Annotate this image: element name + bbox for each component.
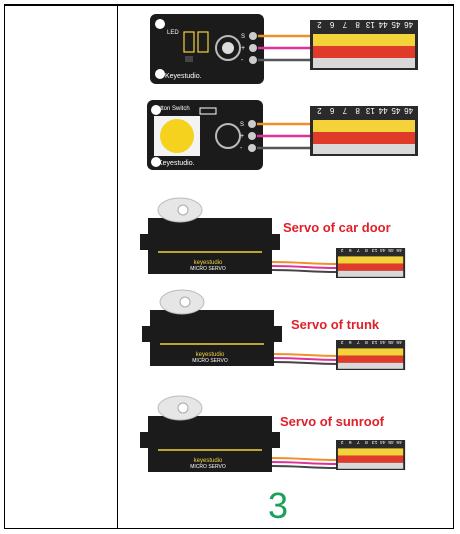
header-pin-label: 13: [372, 439, 378, 445]
header-pin-label: 13: [372, 247, 378, 253]
servo-brand: keyestudio: [194, 260, 223, 266]
header-pin-label: 46: [396, 439, 402, 445]
table-frame: [4, 4, 454, 529]
header-pin-label: 44: [378, 20, 387, 29]
header-pin-label: 6: [348, 339, 351, 345]
button-module: Button Switch Keyestudio. S + -: [147, 100, 263, 170]
button-pin-minus: -: [240, 145, 243, 152]
servo-car-door: keyestudio MICRO SERVO: [140, 197, 280, 274]
header-pin-label: 6: [348, 439, 351, 445]
table-top-line: [5, 5, 453, 6]
header-pin-label: 13: [365, 106, 374, 115]
led-module: LED Keyestudio. S + -: [150, 14, 264, 84]
step-number: 3: [268, 485, 288, 526]
button-module-name: Button Switch: [153, 106, 190, 112]
header-pin-label: 2: [340, 247, 343, 253]
servo-sunroof-label: Servo of sunroof: [280, 414, 385, 429]
header-pin-label: 6: [348, 247, 351, 253]
header-pin-label: 7: [357, 339, 360, 345]
servo-brand: keyestudio: [196, 352, 225, 358]
header-pin-label: 8: [365, 439, 368, 445]
header-pin-label: 46: [396, 247, 402, 253]
header-pin-label: 6: [329, 106, 334, 115]
header-pin-label: 2: [317, 106, 322, 115]
header-pin-label: 6: [329, 20, 334, 29]
button-module-brand: Keyestudio.: [158, 160, 195, 167]
button-pin-plus: +: [240, 133, 244, 140]
header-pin-label: 8: [355, 106, 360, 115]
servo-model: MICRO SERVO: [192, 358, 228, 364]
header-pin-label: 13: [372, 339, 378, 345]
header-pin-label: 45: [391, 106, 400, 115]
header-pin-label: 2: [340, 439, 343, 445]
header-pin-label: 2: [340, 339, 343, 345]
header-pin-label: 44: [380, 247, 386, 253]
header-pin-label: 7: [357, 247, 360, 253]
header-pin-label: 45: [391, 20, 400, 29]
header-pin-label: 44: [380, 339, 386, 345]
header-pin-label: 8: [355, 20, 360, 29]
header-pin-label: 44: [378, 106, 387, 115]
servo-model: MICRO SERVO: [190, 464, 226, 470]
header-pin-label: 46: [396, 339, 402, 345]
led-pin-minus: -: [241, 57, 244, 64]
header-pin-label: 46: [404, 106, 413, 115]
led-module-brand: Keyestudio.: [165, 73, 202, 80]
led-pin-s: S: [241, 34, 245, 40]
header-pin-label: 46: [404, 20, 413, 29]
servo-trunk-label: Servo of trunk: [291, 317, 380, 332]
header-pin-label: 45: [388, 339, 394, 345]
header-pin-label: 2: [317, 20, 322, 29]
servo-car-door-label: Servo of car door: [283, 220, 391, 235]
servo-brand: keyestudio: [194, 458, 223, 464]
led-module-name: LED: [167, 30, 179, 36]
button-pin-s: S: [240, 122, 244, 128]
servo-model: MICRO SERVO: [190, 266, 226, 272]
header-pin-label: 45: [388, 247, 394, 253]
header-pin-label: 13: [365, 20, 374, 29]
header-pin-label: 7: [357, 439, 360, 445]
header-pin-label: 45: [388, 439, 394, 445]
header-pin-label: 7: [342, 106, 347, 115]
header-pin-label: 44: [380, 439, 386, 445]
table-column-divider: [117, 5, 118, 528]
header-pin-label: 8: [365, 339, 368, 345]
header-pin-label: 8: [365, 247, 368, 253]
servo-trunk: keyestudio MICRO SERVO: [142, 289, 282, 366]
led-pin-plus: +: [241, 45, 245, 52]
header-pin-label: 7: [342, 20, 347, 29]
servo-sunroof: keyestudio MICRO SERVO: [140, 395, 280, 472]
